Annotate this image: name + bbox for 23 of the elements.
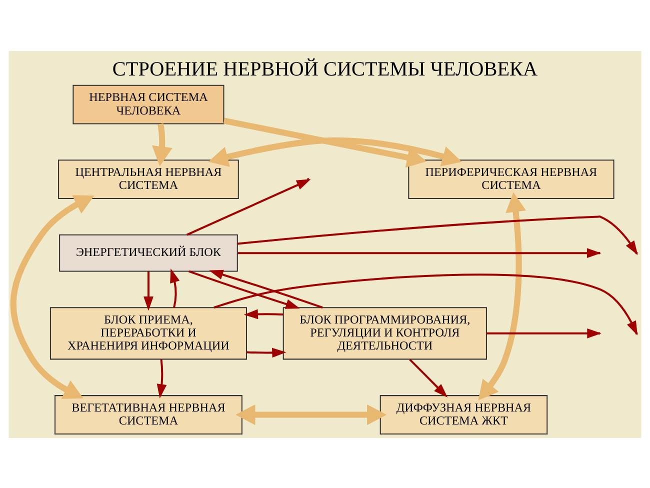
arrow [223,117,427,168]
arrow [208,269,323,308]
node-box: ПЕРИФЕРИЧЕСКАЯ НЕРВНАЯ СИСТЕМА [408,159,614,199]
node-box: БЛОК ПРИЕМА, ПЕРЕРАБОТКИ И ХРАНЕНИРЯ ИНФОРМАЦИИ [50,306,247,360]
arrow [409,358,448,398]
arrow [152,122,172,166]
arrow [236,404,387,425]
arrow [246,347,286,358]
node-box: ДИФФУЗНАЯ НЕРВНАЯ СИСТЕМА ЖКТ [380,394,548,434]
node-box: НЕРВНАЯ СИСТЕМА ЧЕЛОВЕКА [72,84,224,124]
node-box: БЛОК ПРОГРАММИРОВАНИЯ, РЕГУЛЯЦИИ И КОНТРОЛЯ ДЕЯТЕЛЬНОСТИ [282,306,487,360]
diagram-title: СТРОЕНИЕ НЕРВНОЙ СИСТЕМЫ ЧЕЛОВЕКА [112,58,538,80]
arrow [188,270,300,308]
arrow [156,358,167,398]
arrow [10,194,94,398]
arrow [144,270,154,310]
arrow [244,308,284,319]
node-box: ВЕГЕТАТИВНАЯ НЕРВНАЯ СИСТЕМА [54,394,242,434]
arrow [478,192,526,400]
arrow [208,136,462,166]
node-box: ЦЕНТРАЛЬНАЯ НЕРВНАЯ СИСТЕМА [58,159,239,199]
arrow [170,268,180,308]
node-box: ЭНЕРГЕТИЧЕСКИЙ БЛОК [59,234,238,272]
